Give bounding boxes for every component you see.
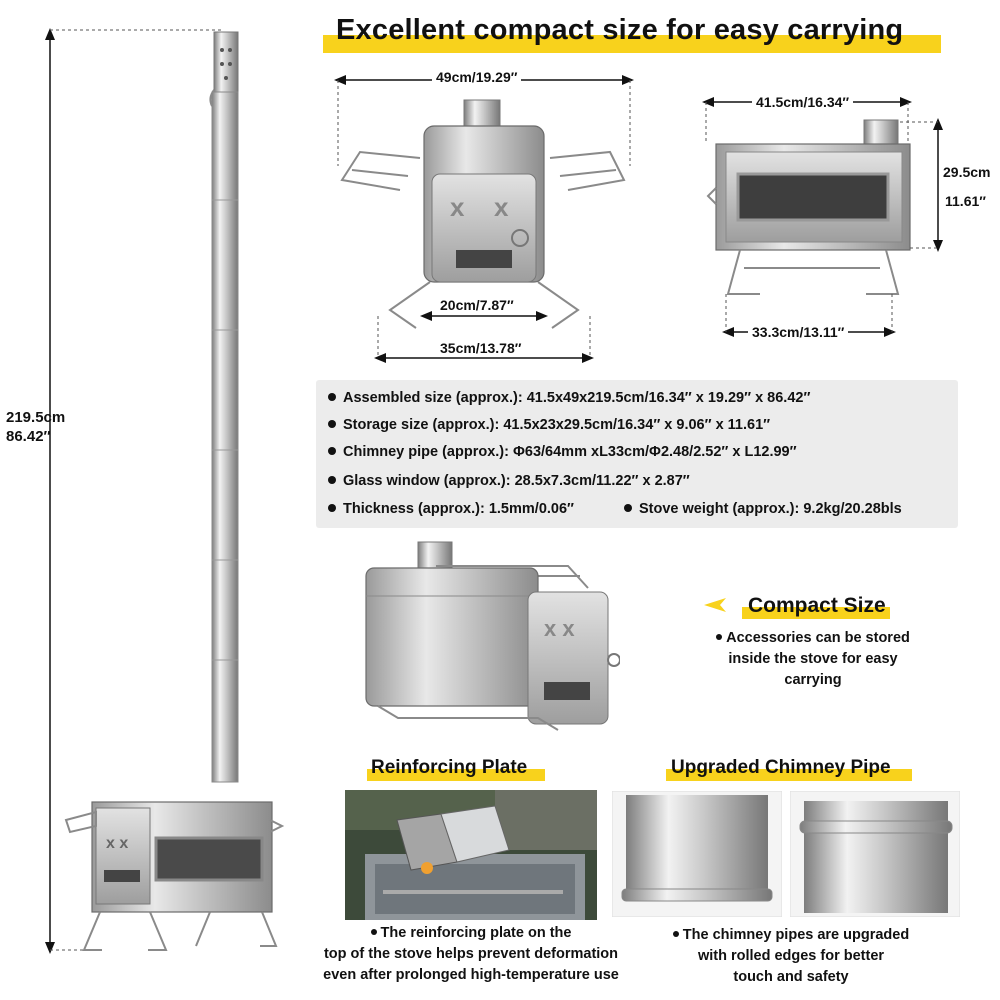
spec-glass: Glass window (approx.): 28.5x7.3cm/11.22…	[328, 473, 690, 489]
spec-thickness: Thickness (approx.): 1.5mm/0.06″	[328, 501, 574, 517]
spec-assembled: Assembled size (approx.): 41.5x49x219.5c…	[328, 390, 810, 406]
svg-text:x: x	[450, 192, 465, 222]
chimney-pipe-title: Upgraded Chimney Pipe	[671, 757, 891, 778]
front-leg-width-label: 35cm/13.78″	[436, 340, 526, 356]
front-view-stove-image: x x	[334, 75, 634, 363]
spec-storage: Storage size (approx.): 41.5x23x29.5cm/1…	[328, 417, 770, 433]
svg-text:x x: x x	[544, 616, 575, 641]
side-view-stove-image	[702, 97, 943, 337]
spec-list: Assembled size (approx.): 41.5x49x219.5c…	[316, 380, 958, 528]
svg-text:x: x	[494, 192, 509, 222]
side-width-label: 41.5cm/16.34″	[752, 94, 854, 110]
side-height-in-label: 11.61″	[945, 193, 986, 209]
spec-weight: Stove weight (approx.): 9.2kg/20.28bls	[624, 501, 902, 517]
assembled-stove-image: x x	[45, 28, 285, 954]
svg-text:x x: x x	[106, 835, 128, 852]
compact-size-title: Compact Size	[748, 594, 886, 617]
page-title: Excellent compact size for easy carrying	[336, 14, 904, 46]
chimney-pipe-photo-2	[790, 791, 960, 917]
reinforcing-plate-caption: The reinforcing plate on the top of the …	[323, 925, 619, 983]
reinforcing-plate-title: Reinforcing Plate	[371, 757, 528, 778]
storage-stove-image: x x	[365, 541, 620, 731]
yellow-arrow-icon	[704, 598, 726, 612]
side-leg-width-label: 33.3cm/13.11″	[748, 324, 849, 340]
reinforcing-plate-photo	[345, 790, 597, 920]
compact-size-caption: Accessories can be stored inside the sto…	[700, 628, 926, 691]
front-width-label: 49cm/19.29″	[432, 69, 522, 85]
front-body-width-label: 20cm/7.87″	[436, 297, 518, 313]
chimney-pipe-photo-1	[612, 791, 782, 917]
chimney-pipe-caption: The chimney pipes are upgraded with roll…	[646, 925, 936, 988]
height-cm-text: 219.5cm	[6, 409, 66, 426]
height-label: 219.5cm 86.42″	[6, 408, 65, 446]
spec-chimney: Chimney pipe (approx.): Φ63/64mm xL33cm/…	[328, 444, 797, 460]
side-height-cm-label: 29.5cm	[943, 164, 991, 180]
height-in-text: 86.42″	[6, 428, 51, 445]
